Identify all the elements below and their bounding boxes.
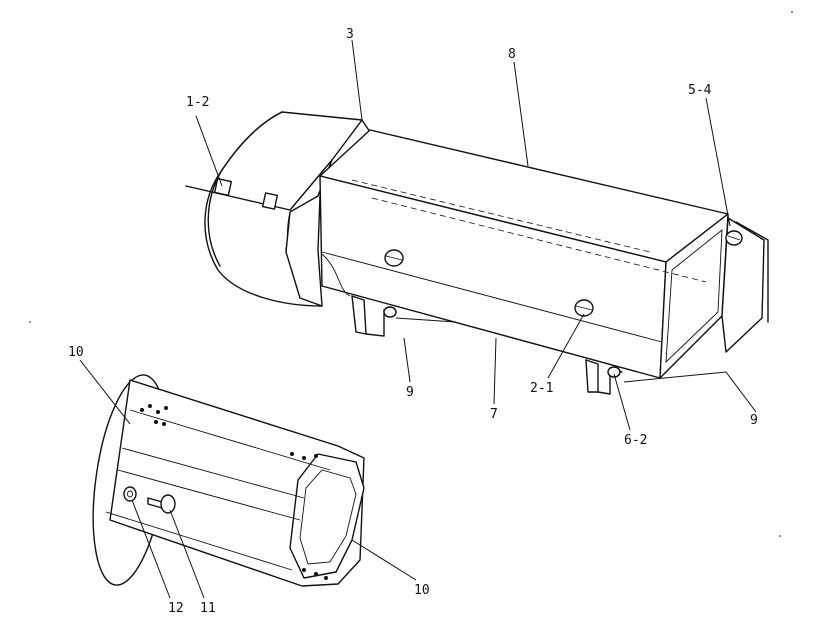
- bracket-right: [721, 217, 769, 353]
- clamp-1-2: [213, 177, 279, 210]
- washer-12: [123, 486, 137, 502]
- bolt-2-1-front: [384, 249, 404, 267]
- callout-5-4: 5-4: [688, 83, 712, 98]
- callout-10-top: 10: [68, 345, 84, 360]
- leader-lines: [79, 39, 757, 599]
- bracket-left-bottom: [351, 295, 397, 337]
- main-box: [319, 129, 729, 379]
- bracket-right-bottom: [585, 359, 623, 395]
- callout-10-bottom: 10: [414, 583, 430, 598]
- callout-11: 11: [200, 601, 216, 616]
- callout-8: 8: [508, 47, 516, 62]
- octagonal-sleeve: [92, 374, 365, 587]
- bolt-11: [147, 494, 176, 514]
- callout-7: 7: [490, 407, 498, 422]
- bolt-2-1-rear: [574, 299, 594, 317]
- bolt-6-2: [607, 366, 621, 378]
- callout-9-left: 9: [406, 385, 414, 400]
- callout-6-2: 6-2: [624, 433, 647, 448]
- callout-2-1: 2-1: [530, 381, 553, 396]
- callout-1-2: 1-2: [186, 95, 209, 110]
- callout-3: 3: [346, 27, 354, 42]
- callout-12: 12: [168, 601, 184, 616]
- callout-9-right: 9: [750, 413, 758, 428]
- callout-labels: 1-2 3 8 5-4 9 7 2-1 9 6-2 10 10 12 11: [68, 27, 758, 616]
